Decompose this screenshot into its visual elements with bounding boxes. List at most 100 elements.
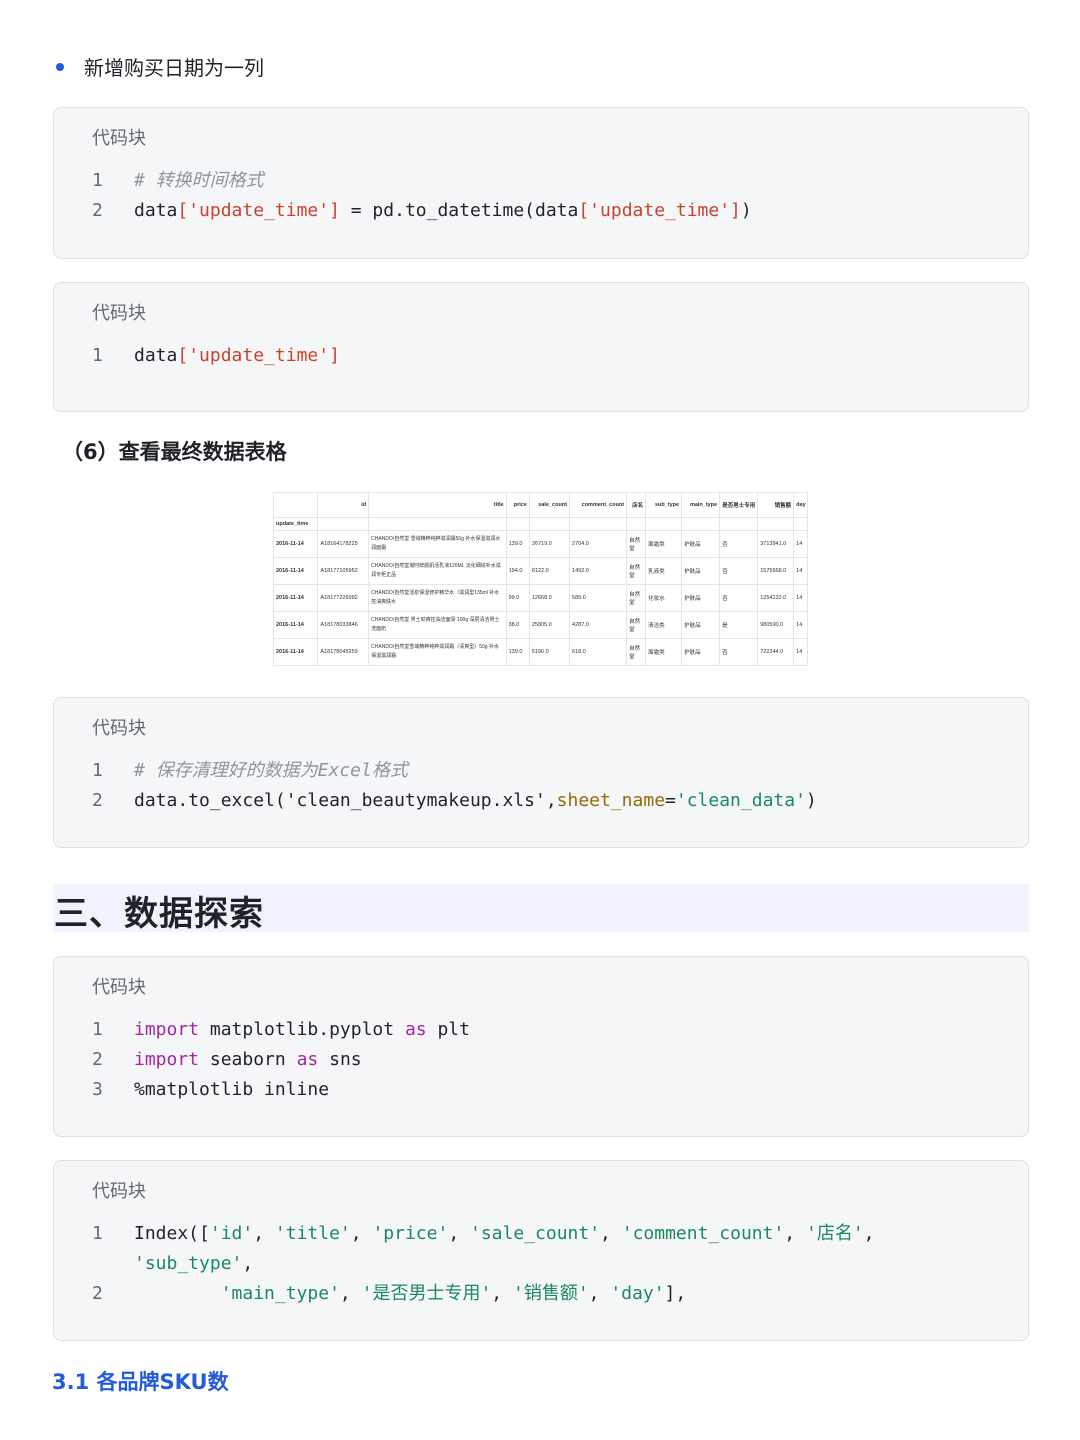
code-block-label: 代码块 [92,718,146,739]
table-cell: A18178045259 [317,638,370,666]
table-cell: 25805.0 [528,611,571,639]
table-cell: 14 [793,530,808,558]
code-string: ['update_time'] [177,345,340,366]
code-keyword: as [404,1019,427,1040]
code-token: ) [805,790,817,811]
code-string: 'sub_type' [134,1253,243,1274]
table-cell: 14 [793,638,808,666]
row-index: 2016-11-14 [272,557,319,585]
table-cell: 14 [793,584,808,612]
table-cell: 面霜类 [645,638,683,666]
table-cell: CHANDO/自然堂活泉保湿修护精华水（滋润型135ml 补水控油爽肤水 [368,584,507,612]
table-cell: A18178033846 [317,611,370,639]
table-cell: 589.0 [569,584,628,612]
table-cell: 3713941.0 [757,530,795,558]
table-cell: 139.0 [505,638,530,666]
table-cell: 722244.0 [757,638,795,666]
column-header: sale_count [528,492,571,518]
table-cell: 清洁类 [645,611,683,639]
table-cell: 自然堂 [626,557,647,585]
table-cell: 2704.0 [569,530,628,558]
code-token: ], [664,1283,687,1304]
table-cell: A18177105952 [317,557,370,585]
code-token: data.to_excel( [134,790,286,811]
table-cell: 8122.0 [528,557,571,585]
bullet-dot-icon [56,62,64,71]
row-index: 2016-11-14 [272,611,319,639]
column-header: price [505,492,530,518]
code-token: ) [740,200,752,221]
code-string: 'id' [209,1223,254,1244]
table-cell: 26719.0 [528,530,571,558]
line-number: 2 [92,200,103,221]
table-cell: 是 [719,611,759,639]
column-header: day [793,492,808,518]
code-line: 3%matplotlib inline [92,1075,1008,1105]
table-cell: 5196.0 [528,638,571,666]
code-comment: # 转换时间格式 [134,170,264,191]
row-index: 2016-11-14 [272,638,319,666]
code-token: , [545,790,557,811]
table-cell: 1492.0 [569,557,628,585]
index-header-row: update_time [272,517,808,531]
column-header: comment_count [569,492,628,518]
table-header-row: id title price sale_count comment_count … [272,492,808,518]
code-string: ['update_time'] [177,200,340,221]
table-cell: A18164178225 [317,530,370,558]
code-token: = [665,790,676,811]
column-header: main_type [681,492,721,518]
code-string: '销售额' [512,1283,589,1304]
code-keyword: as [296,1049,319,1070]
code-token: sns [318,1049,362,1070]
column-header: 是否男士专用 [719,492,759,518]
row-index: 2016-11-14 [272,584,319,612]
code-block-label: 代码块 [92,1181,146,1202]
line-number: 3 [92,1079,103,1100]
code-line: 1# 保存清理好的数据为Excel格式 [92,756,1008,786]
bullet-text: 新增购买日期为一列 [84,56,264,80]
table-cell: 14 [793,611,808,639]
code-string: 'price' [372,1223,449,1244]
column-header: 店名 [626,492,647,518]
table-cell: 乳液类 [645,557,683,585]
section-6-heading: （6）查看最终数据表格 [62,440,287,464]
table-cell: CHANDO/自然堂雪域精粹纯粹滋润霜（清爽型）50g 补水保湿滋润霜 [368,638,507,666]
line-number: 1 [92,345,103,366]
dataframe-table: id title price sale_count comment_count … [272,492,808,675]
code-comment: # 保存清理好的数据为Excel格式 [134,760,408,781]
table-cell: 护肤品 [681,611,721,639]
table-cell: CHANDO/自然堂凝时鲜颜肌活乳液120ML 淡化细纹补水滋润专柜正品 [368,557,507,585]
section-3-1-heading: 3.1 各品牌SKU数 [52,1370,229,1394]
table-cell: 自然堂 [626,530,647,558]
code-string: '是否男士专用' [361,1283,492,1304]
code-token: Index([ [134,1223,210,1244]
column-header: title [368,492,507,518]
line-number: 2 [92,1283,103,1304]
row-index: 2016-11-14 [272,530,319,558]
line-number: 2 [92,790,103,811]
table-cell: 618.0 [569,638,628,666]
table-cell: 护肤品 [681,584,721,612]
table-cell: A18177226992 [317,584,370,612]
code-string: 'main_type' [220,1283,340,1304]
code-token: data [134,200,178,221]
section-heading-background [53,884,1029,932]
index-corner [272,492,319,518]
bullet-item: 新增购买日期为一列 [56,52,264,81]
code-block-label: 代码块 [92,303,146,324]
code-keyword: import [134,1049,200,1070]
